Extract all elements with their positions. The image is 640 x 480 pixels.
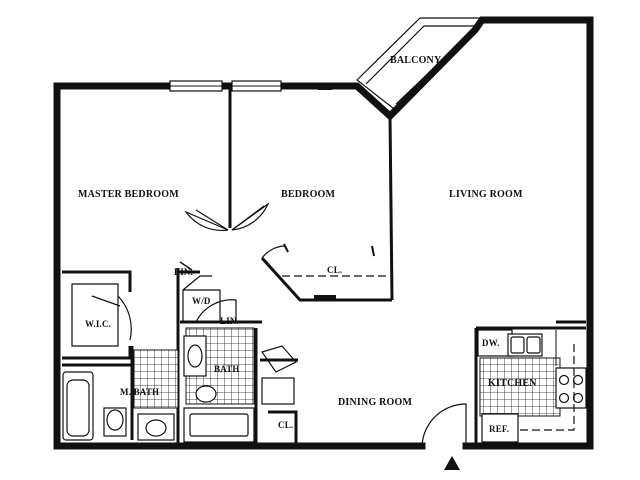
refrigerator-label: REF. xyxy=(489,424,509,434)
master-bath-label: M. BATH xyxy=(120,387,159,397)
exterior-walls xyxy=(53,16,594,450)
dishwasher-label: DW. xyxy=(482,338,500,348)
entry-closet-label: CL. xyxy=(278,420,293,430)
doors xyxy=(117,202,467,447)
linen-closet-label: LIN. xyxy=(174,267,193,277)
entry-arrow-icon xyxy=(444,456,460,470)
kitchen-label: KITCHEN xyxy=(488,378,537,389)
bath-label: BATH xyxy=(214,364,240,374)
kitchen-fixtures xyxy=(477,329,587,443)
washer-dryer-label: W/D xyxy=(192,296,211,306)
master-bedroom-label: MASTER BEDROOM xyxy=(78,189,179,200)
living-room-label: LIVING ROOM xyxy=(449,189,523,200)
bedroom-label: BEDROOM xyxy=(281,189,336,200)
walk-in-closet-label: W.I.C. xyxy=(85,319,111,329)
balcony-label: BALCONY xyxy=(390,55,442,66)
bath-fixtures xyxy=(62,335,297,443)
windows xyxy=(169,80,332,92)
bath-linen-label: LIN. xyxy=(220,316,239,326)
dining-room-label: DINING ROOM xyxy=(338,397,413,408)
bedroom-closet-label: CL. xyxy=(327,265,342,275)
